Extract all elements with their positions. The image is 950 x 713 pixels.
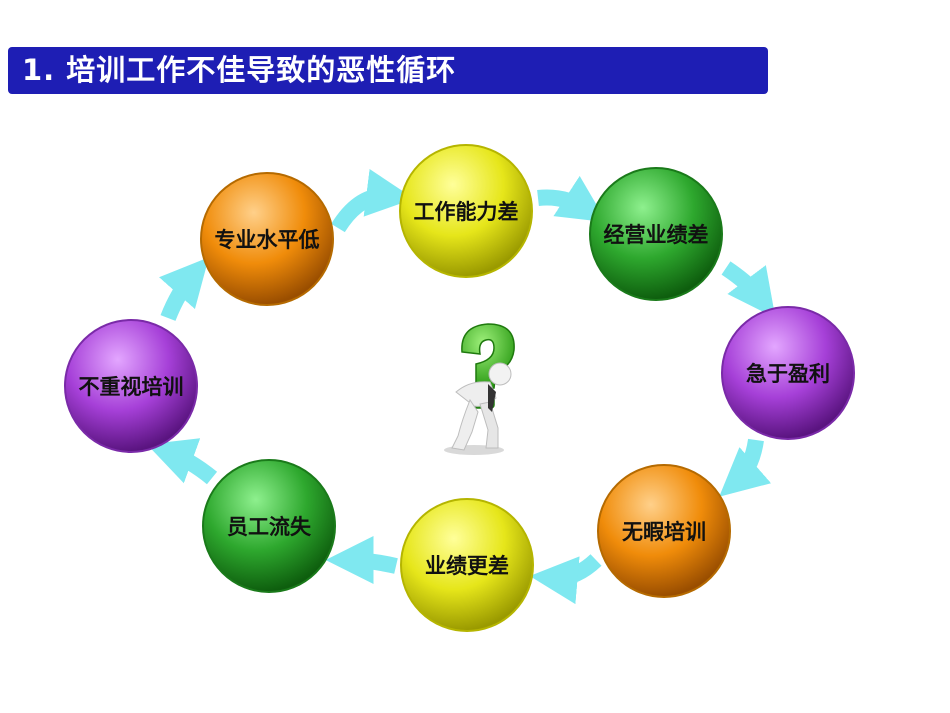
cycle-node: 员工流失 xyxy=(202,459,336,593)
cycle-node: 急于盈利 xyxy=(721,306,855,440)
arrow-icon xyxy=(721,261,776,318)
arrow-icon xyxy=(529,554,602,605)
page-title: 1. 培训工作不佳导致的恶性循环 xyxy=(22,53,457,87)
node-label: 业绩更差 xyxy=(425,554,509,578)
arrow-icon xyxy=(719,438,772,497)
node-label: 急于盈利 xyxy=(746,362,830,386)
title-bar: 1. 培训工作不佳导致的恶性循环 xyxy=(8,47,768,94)
node-label: 无暇培训 xyxy=(622,520,706,544)
person-carrying-question-mark-icon xyxy=(444,323,515,455)
node-label: 员工流失 xyxy=(227,515,312,539)
cycle-node: 不重视培训 xyxy=(64,319,198,453)
node-label: 不重视培训 xyxy=(79,375,184,399)
cycle-node: 专业水平低 xyxy=(200,172,334,306)
node-label: 工作能力差 xyxy=(414,200,519,224)
cycle-node: 工作能力差 xyxy=(399,144,533,278)
arrow-icon xyxy=(159,257,209,321)
cycle-node: 经营业绩差 xyxy=(589,167,723,301)
arrow-icon xyxy=(537,175,607,223)
arrow-icon xyxy=(146,438,218,485)
node-label: 专业水平低 xyxy=(215,228,320,252)
cycle-arrows xyxy=(146,169,776,605)
cycle-node: 业绩更差 xyxy=(400,498,534,632)
cycle-node: 无暇培训 xyxy=(597,464,731,598)
arrow-icon xyxy=(325,536,398,585)
arrow-icon xyxy=(331,169,415,233)
node-label: 经营业绩差 xyxy=(604,223,709,247)
